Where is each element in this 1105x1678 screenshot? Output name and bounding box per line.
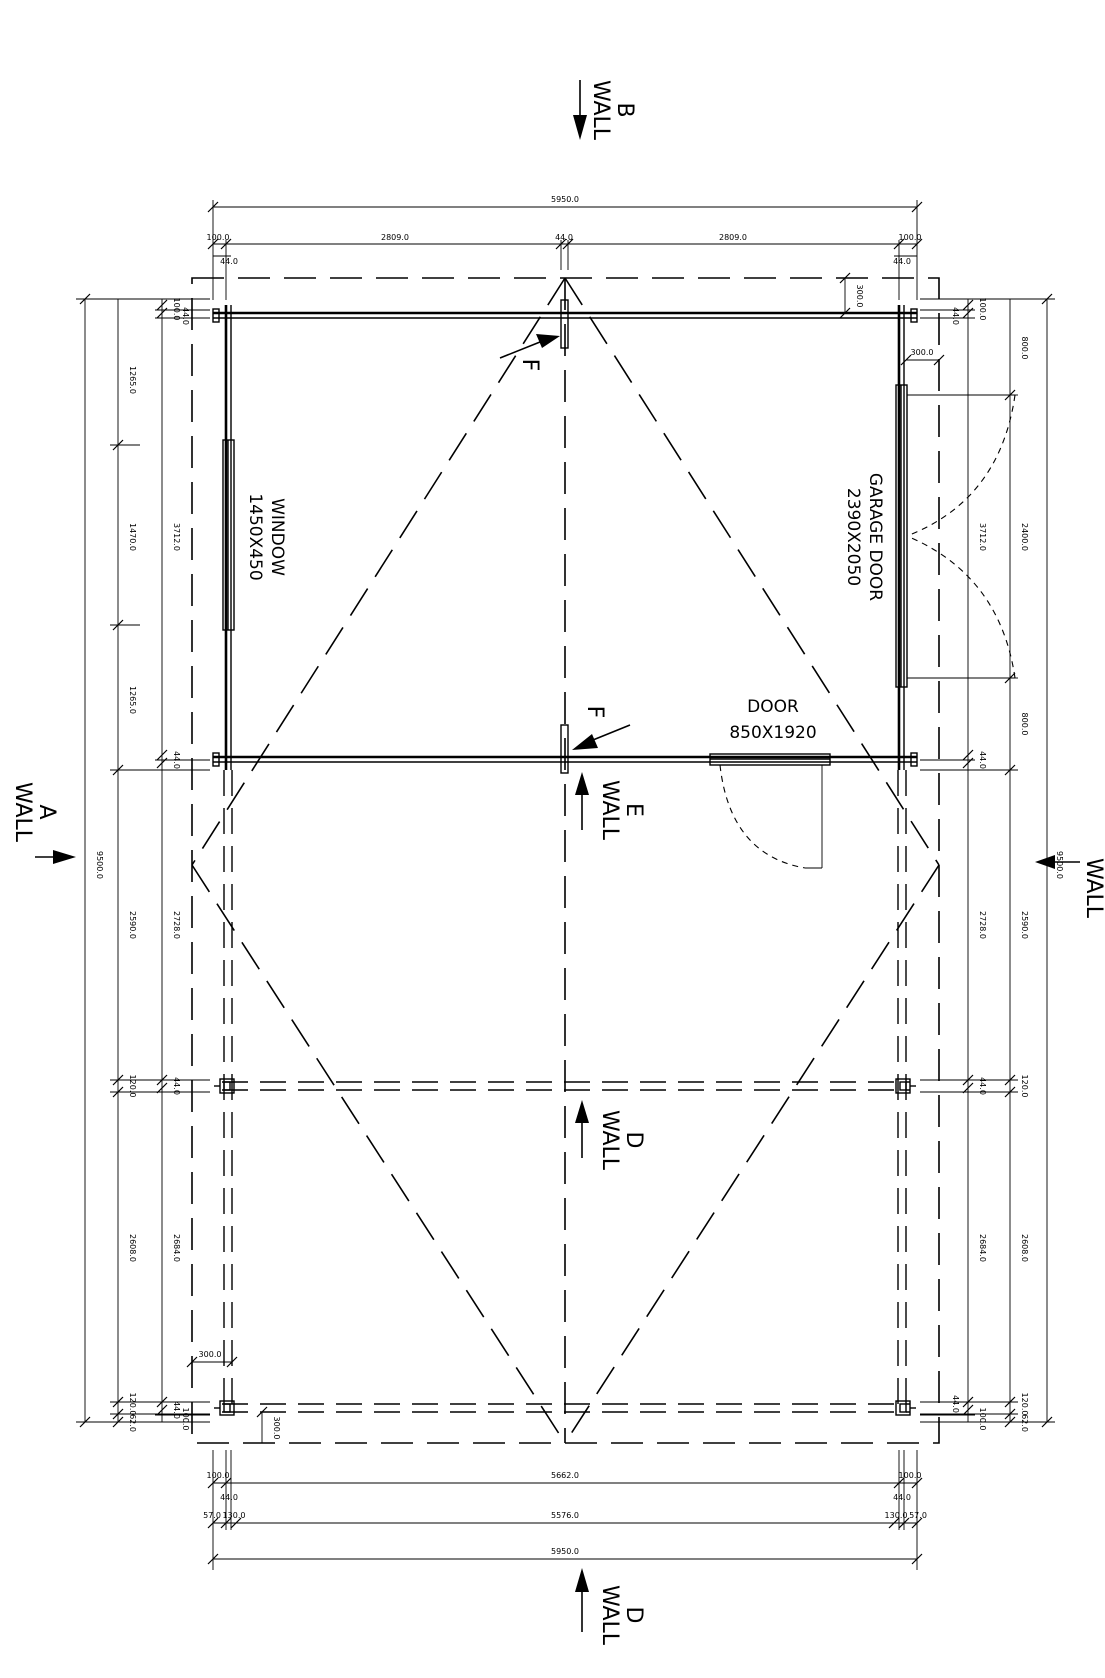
dim-left-top-log: 44.0 [181,307,190,325]
dim-left-seg2: 1470.0 [128,523,137,551]
dim-right-bot-log: 44.0 [951,1395,960,1413]
dim-bottom-right-log: 44.0 [893,1493,911,1502]
dim-top-left-bay: 2809.0 [381,233,409,242]
dim-bottom-left-log: 44.0 [220,1493,238,1502]
dim-left-overhang-bottom: 300.0 [272,1417,281,1440]
wall-e-word: WALL [597,780,622,841]
dim-right-top-post: 100.0 [978,298,987,321]
dim-left-seg1: 1265.0 [128,366,137,394]
section-f-bottom: F [582,706,607,719]
dim-left-bot-post: 100.0 [181,1408,190,1431]
wall-d-word: WALL [597,1110,622,1171]
dim-left-room1: 3712.0 [172,523,181,551]
section-f-top: F [517,359,542,372]
dim-right-seg1: 800.0 [1020,337,1029,360]
dim-top-overall: 5950.0 [551,195,579,204]
dim-top-right-log: 44.0 [893,257,911,266]
carport-beams [214,770,916,1416]
dim-right-overall: 9500.0 [1055,851,1064,879]
dim-bottom-right-a: 57.0 [909,1511,927,1520]
dim-left-overall: 9500.0 [95,851,104,879]
dim-right-seg6: 2608.0 [1020,1234,1029,1262]
dim-bottom-left-post: 100.0 [207,1471,230,1480]
window-size: 1450X450 [245,493,265,580]
dim-left-seg4: 2590.0 [128,911,137,939]
door-size: 850X1920 [729,723,816,743]
dim-right-room2: 2728.0 [978,911,987,939]
dim-bottom-inner: 5662.0 [551,1471,579,1480]
opening-labels: WINDOW 1450X450 GARAGE DOOR 2390X2050 DO… [245,473,885,743]
dim-left-seg3: 1265.0 [128,686,137,714]
cabin-walls [212,299,918,774]
dim-top-right-bay: 2809.0 [719,233,747,242]
dim-top-centre-post: 44.0 [555,233,573,242]
dim-right-room1: 3712.0 [978,523,987,551]
dim-top-right-post: 100.0 [899,233,922,242]
dim-left-overhang-side: 300.0 [199,1350,222,1359]
dim-bottom-overall: 5950.0 [551,1547,579,1556]
dim-left-mid-log1: 44.0 [172,751,181,769]
top-dimensions: 5950.0 100.0 2809.0 44.0 2809.0 100.0 44… [207,195,923,300]
dim-bottom-left-b: 130.0 [223,1511,246,1520]
wall-e-letter: E [621,803,646,817]
dim-left-room3: 2684.0 [172,1234,181,1262]
wall-b-word: WALL [588,80,613,141]
wall-d-letter: D [621,1132,646,1149]
dim-left-top-post: 100.0 [172,298,181,321]
dim-left-mid-log2: 44.0 [172,1077,181,1095]
dim-right-seg4: 2590.0 [1020,911,1029,939]
dim-left-room2: 2728.0 [172,911,181,939]
dim-right-mid-log1: 44.0 [978,751,987,769]
wall-b-letter: B [612,102,637,117]
dim-bottom-right-post: 100.0 [899,1471,922,1480]
dim-bottom-right-b: 130.0 [885,1511,908,1520]
roof-hip-lines [191,277,940,1444]
wall-d-bottom-word: WALL [597,1585,622,1646]
dim-left-seg8: 62.0 [128,1414,137,1432]
window-label: WINDOW [267,498,287,576]
dim-right-top-log: 44.0 [951,307,960,325]
dim-left-bot-log: 44.0 [172,1401,181,1419]
garage-door-label: GARAGE DOOR [865,473,885,601]
dim-right-seg7: 120.0 [1020,1393,1029,1416]
dim-top-left-log: 44.0 [220,257,238,266]
dim-right-room3: 2684.0 [978,1234,987,1262]
dim-right-seg3: 800.0 [1020,713,1029,736]
wall-a-letter: A [34,804,59,819]
dim-right-seg8: 62.0 [1020,1414,1029,1432]
dim-left-overhang-top: 300.0 [855,285,864,308]
wall-d-bottom-letter: D [621,1607,646,1624]
dim-right-seg5: 120.0 [1020,1075,1029,1098]
dim-top-left-post: 100.0 [207,233,230,242]
door-swings [719,394,1016,869]
garage-door-size: 2390X2050 [843,488,863,586]
wall-c-word: WALL [1081,858,1105,919]
dim-left-seg6: 2608.0 [128,1234,137,1262]
door-label: DOOR [747,697,799,717]
bottom-dimensions: 100.0 5662.0 100.0 44.0 44.0 57.0 130.0 … [203,1450,927,1570]
dim-left-seg5: 120.0 [128,1075,137,1098]
wall-markers: B WALL A WALL WALL E WALL D WALL [10,80,1105,1646]
dim-right-overhang: 300.0 [911,348,934,357]
dim-left-seg7: 120.0 [128,1393,137,1416]
left-dimensions: 9500.0 1265.0 1470.0 1265.0 2590.0 120.0… [76,272,945,1443]
dim-right-bot-post: 100.0 [978,1408,987,1431]
dim-bottom-mid: 5576.0 [551,1511,579,1520]
dim-bottom-left-a: 57.0 [203,1511,221,1520]
dim-right-mid-log2: 44.0 [978,1077,987,1095]
wall-a-word: WALL [10,782,35,843]
dim-right-seg2: 2400.0 [1020,523,1029,551]
